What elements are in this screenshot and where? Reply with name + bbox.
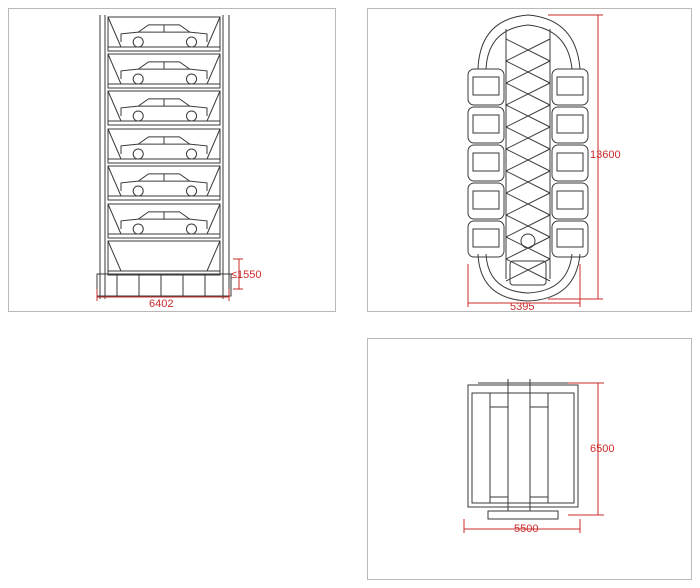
side-brace	[107, 165, 122, 197]
side-brace	[206, 16, 221, 48]
side-base-frame	[96, 273, 232, 297]
front-bottom-arc-inner	[485, 253, 573, 294]
front-right-pallet	[551, 68, 589, 106]
top-right-pallet	[529, 406, 549, 498]
front-left-pallet	[467, 220, 505, 258]
side-brace	[107, 203, 122, 235]
side-pallet-frame	[107, 240, 221, 276]
front-bottom-car	[509, 260, 547, 286]
front-top-arc-inner	[485, 24, 573, 70]
side-parked-car	[120, 173, 208, 197]
side-parked-car	[120, 61, 208, 85]
top-view-panel: 5500 6500	[367, 338, 692, 580]
side-parked-car	[120, 24, 208, 48]
front-right-car	[556, 76, 584, 96]
side-parked-car	[120, 98, 208, 122]
side-brace	[107, 240, 122, 272]
side-brace	[206, 240, 221, 272]
front-left-pallet	[467, 68, 505, 106]
front-view-panel: 5395 13600	[367, 8, 692, 313]
front-right-pallet	[551, 144, 589, 182]
front-lattice	[505, 214, 551, 238]
front-right-car	[556, 152, 584, 172]
side-brace	[206, 90, 221, 122]
front-height-dimension: 13600	[590, 149, 621, 161]
side-pallet-frame	[107, 128, 221, 164]
top-left-pallet	[489, 406, 509, 498]
front-left-car	[472, 152, 500, 172]
top-view-drawing: 5500 6500	[463, 379, 614, 535]
front-lattice	[505, 148, 551, 172]
side-view-panel: 6402 ≤1550	[8, 8, 336, 312]
side-brace	[206, 203, 221, 235]
side-pallet-frame	[107, 53, 221, 89]
top-outer-frame	[467, 384, 579, 508]
side-brace	[206, 53, 221, 85]
side-brace	[107, 128, 122, 160]
front-lattice	[505, 192, 551, 216]
front-lattice	[505, 126, 551, 150]
side-clearance-dimension: ≤1550	[231, 269, 262, 281]
front-top-arc	[477, 14, 581, 70]
front-right-car	[556, 190, 584, 210]
top-base-plate	[487, 510, 559, 520]
side-parked-car	[120, 211, 208, 235]
front-lattice	[505, 82, 551, 106]
front-lattice	[505, 60, 551, 84]
side-pallet-frame	[107, 90, 221, 126]
side-brace	[107, 16, 122, 48]
front-bottom-arc	[477, 253, 581, 302]
front-right-pallet	[551, 182, 589, 220]
side-pallet-frame	[107, 203, 221, 239]
front-lattice	[505, 170, 551, 194]
front-left-pallet	[467, 106, 505, 144]
front-drive-wheel	[520, 233, 536, 249]
top-depth-dimension: 6500	[590, 443, 614, 455]
front-left-pallet	[467, 182, 505, 220]
front-view-drawing: 5395 13600	[467, 14, 621, 313]
side-width-dimension: 6402	[149, 298, 173, 310]
front-left-car	[472, 114, 500, 134]
front-lattice	[505, 104, 551, 128]
side-pallet-frame	[107, 16, 221, 52]
side-pallet-frame	[107, 165, 221, 201]
front-left-car	[472, 228, 500, 248]
front-right-pallet	[551, 220, 589, 258]
top-width-dimension: 5500	[514, 523, 538, 535]
front-width-dimension: 5395	[510, 301, 534, 313]
side-brace	[206, 128, 221, 160]
side-brace	[206, 165, 221, 197]
front-right-pallet	[551, 106, 589, 144]
front-right-car	[556, 114, 584, 134]
top-inner-frame	[471, 392, 575, 504]
side-parked-car	[120, 136, 208, 160]
side-brace	[107, 90, 122, 122]
side-brace	[107, 53, 122, 85]
side-view-drawing: 6402 ≤1550	[96, 15, 262, 310]
front-lattice	[505, 258, 551, 282]
front-right-car	[556, 228, 584, 248]
front-left-pallet	[467, 144, 505, 182]
front-left-car	[472, 190, 500, 210]
front-left-car	[472, 76, 500, 96]
front-lattice	[505, 38, 551, 62]
